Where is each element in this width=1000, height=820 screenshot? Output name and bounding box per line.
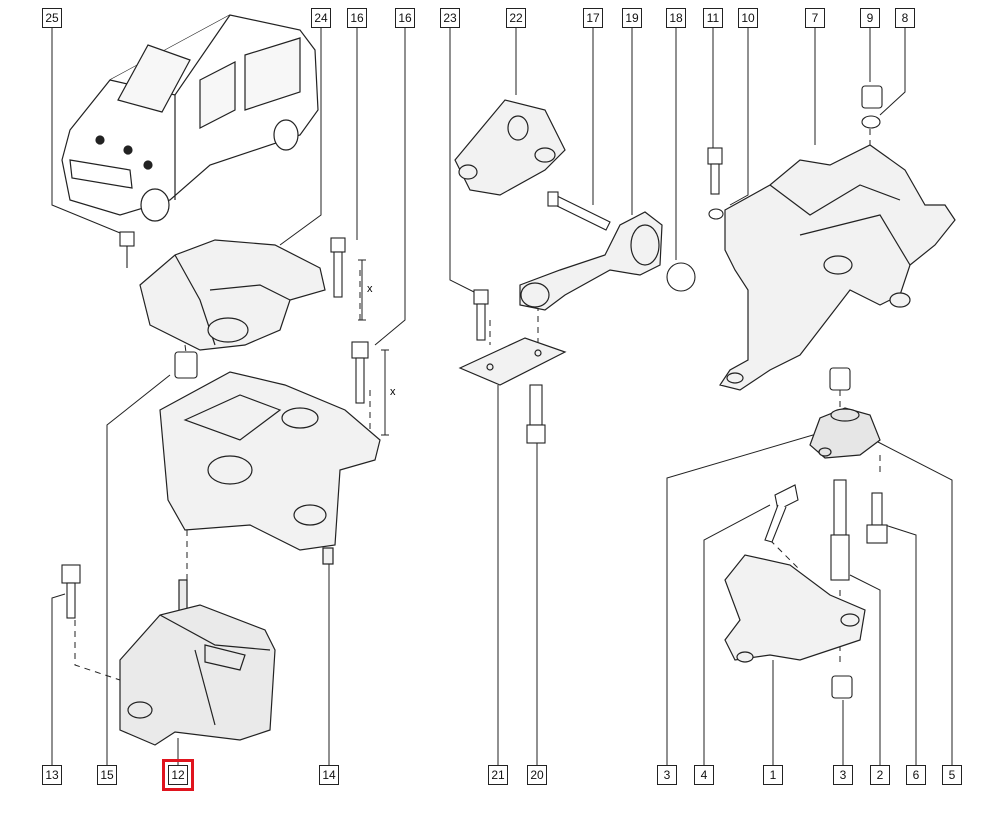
callout-8[interactable]: 8 xyxy=(895,8,915,28)
callout-4[interactable]: 4 xyxy=(694,765,714,785)
callout-12[interactable]: 12 xyxy=(162,759,194,791)
callout-11[interactable]: 11 xyxy=(703,8,723,28)
callout-24[interactable]: 24 xyxy=(311,8,331,28)
callout-16[interactable]: 16 xyxy=(395,8,415,28)
part-1-bracket xyxy=(724,554,866,663)
callout-16[interactable]: 16 xyxy=(347,8,367,28)
callout-17[interactable]: 17 xyxy=(583,8,603,28)
callout-20[interactable]: 20 xyxy=(527,765,547,785)
part-7-subframe xyxy=(719,144,956,391)
vehicle-illustration xyxy=(61,14,319,222)
callout-7[interactable]: 7 xyxy=(805,8,825,28)
callout-15[interactable]: 15 xyxy=(97,765,117,785)
callout-19[interactable]: 19 xyxy=(622,8,642,28)
part-24-engine-bracket xyxy=(139,239,326,351)
part-15-mount-bracket xyxy=(159,371,381,565)
callout-25[interactable]: 25 xyxy=(42,8,62,28)
callout-9[interactable]: 9 xyxy=(860,8,880,28)
callout-5[interactable]: 5 xyxy=(942,765,962,785)
callout-13[interactable]: 13 xyxy=(42,765,62,785)
callout-3[interactable]: 3 xyxy=(657,765,677,785)
dimension-label-x: x xyxy=(390,386,396,398)
part-12-engine-mount xyxy=(119,579,276,746)
callout-6[interactable]: 6 xyxy=(906,765,926,785)
part-19-torque-link xyxy=(519,211,663,311)
callout-23[interactable]: 23 xyxy=(440,8,460,28)
callout-18[interactable]: 18 xyxy=(666,8,686,28)
part-21-plate xyxy=(458,337,567,386)
dimension-label-x: x xyxy=(367,283,373,295)
callout-14[interactable]: 14 xyxy=(319,765,339,785)
callout-10[interactable]: 10 xyxy=(738,8,758,28)
callout-3[interactable]: 3 xyxy=(833,765,853,785)
part-3-rubber-mount xyxy=(809,407,881,459)
callout-22[interactable]: 22 xyxy=(506,8,526,28)
part-22-bracket xyxy=(454,99,566,196)
callout-21[interactable]: 21 xyxy=(488,765,508,785)
callout-2[interactable]: 2 xyxy=(870,765,890,785)
callout-1[interactable]: 1 xyxy=(763,765,783,785)
